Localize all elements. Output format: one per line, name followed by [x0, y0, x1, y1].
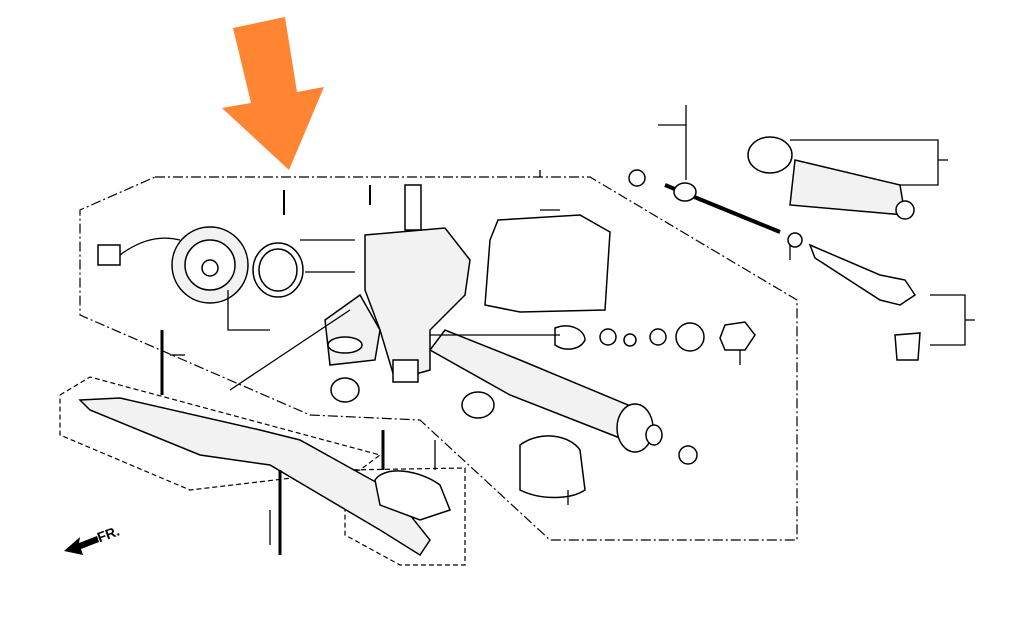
subframe-boundary	[59, 376, 382, 491]
pointer-arrow-icon	[222, 17, 324, 170]
assembly-boundary	[79, 176, 798, 541]
leader-lines	[170, 209, 791, 545]
bracket-boundary	[344, 467, 466, 566]
heat-shield	[484, 214, 611, 313]
subframe	[78, 397, 431, 557]
rack-tube	[428, 329, 663, 499]
front-direction-arrow-icon	[64, 536, 99, 555]
tie-rod-and-boot	[628, 136, 921, 361]
bolts	[160, 185, 385, 555]
gearbox-housing	[324, 184, 471, 383]
motor-unit	[97, 226, 304, 304]
